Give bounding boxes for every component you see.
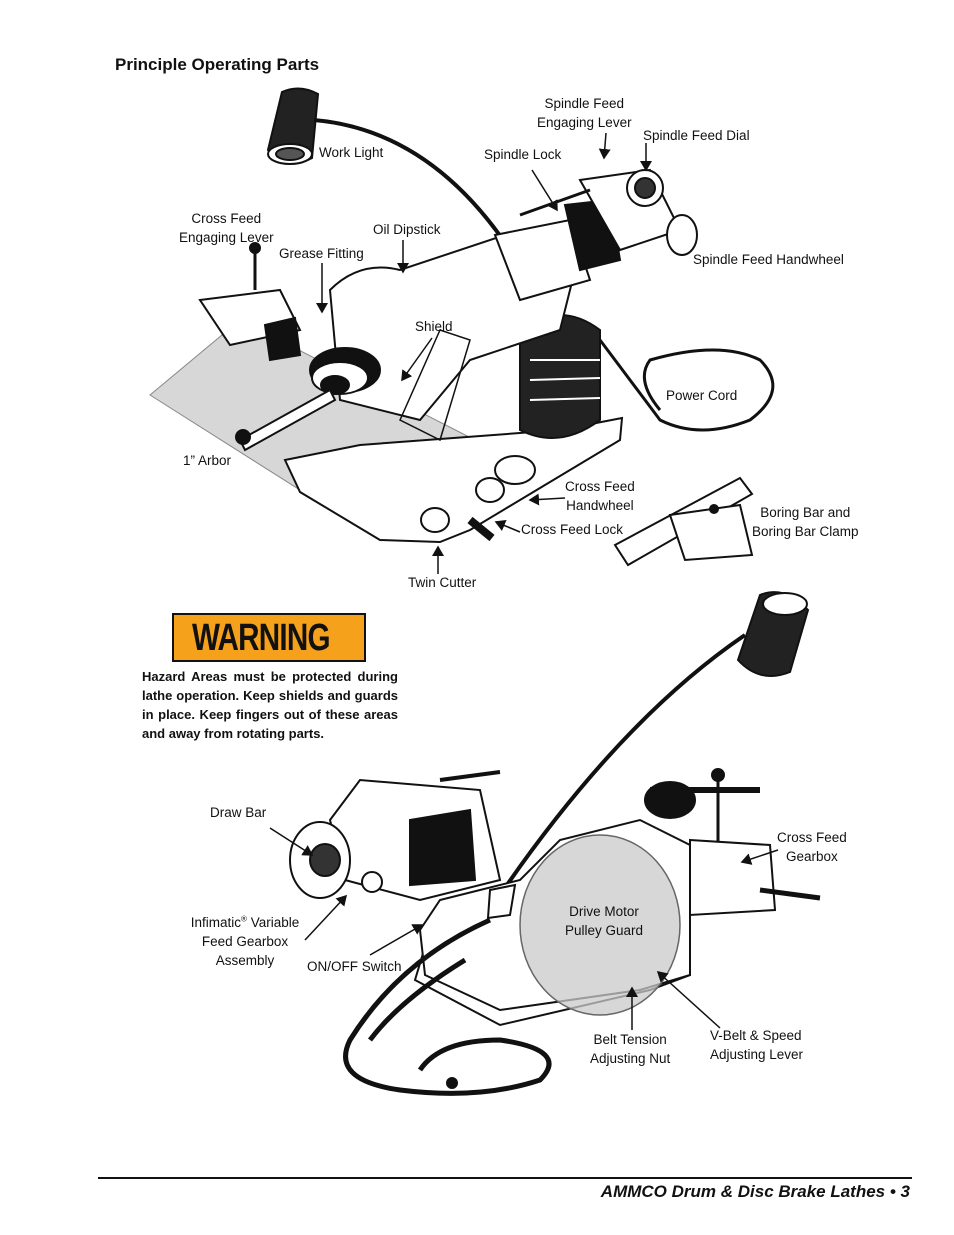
label-boring-bar: Boring Bar and Boring Bar Clamp xyxy=(752,505,859,539)
page-title: Principle Operating Parts xyxy=(115,55,320,74)
label-cross-feed-handwheel: Cross Feed Handwheel xyxy=(565,479,635,513)
label-infimatic: Infimatic® Variable Feed Gearbox Assembl… xyxy=(190,914,300,968)
label-power-cord: Power Cord xyxy=(666,388,738,403)
upper-lathe-drawing xyxy=(149,87,775,567)
pulley-guard-hazard xyxy=(519,834,681,1016)
label-spindle-feed-handwheel: Spindle Feed Handwheel xyxy=(693,252,844,267)
label-spindle-feed-dial: Spindle Feed Dial xyxy=(643,128,750,143)
hazard-text: Hazard Areas must be protected during la… xyxy=(142,669,398,741)
label-cross-feed-lock: Cross Feed Lock xyxy=(521,522,624,537)
footer-rule xyxy=(98,1177,912,1179)
label-grease-fitting: Grease Fitting xyxy=(279,246,364,261)
footer-text: AMMCO Drum & Disc Brake Lathes • 3 xyxy=(600,1182,910,1201)
lower-leader-lines xyxy=(269,827,779,1030)
boring-bar-icon xyxy=(613,476,754,567)
label-work-light: Work Light xyxy=(319,145,384,160)
upper-leader-lines xyxy=(316,132,652,574)
label-belt-tension: Belt Tension Adjusting Nut xyxy=(590,1032,671,1066)
label-cross-feed-engaging-lever: Cross Feed Engaging Lever xyxy=(179,211,274,245)
warning-banner: WARNING xyxy=(172,613,366,662)
work-light-icon xyxy=(266,87,512,252)
label-vbelt: V-Belt & Speed Adjusting Lever xyxy=(710,1028,804,1062)
label-oil-dipstick: Oil Dipstick xyxy=(373,222,441,237)
lower-lathe-drawing xyxy=(289,591,821,1096)
label-cross-feed-gearbox: Cross Feed Gearbox xyxy=(777,830,847,864)
label-shield: Shield xyxy=(415,319,453,334)
label-twin-cutter: Twin Cutter xyxy=(408,575,477,590)
label-draw-bar: Draw Bar xyxy=(210,805,267,820)
label-spindle-feed-engaging-lever: Spindle Feed Engaging Lever xyxy=(537,96,632,130)
label-on-off-switch: ON/OFF Switch xyxy=(307,959,402,974)
work-light-icon-lower xyxy=(498,591,810,897)
label-spindle-lock: Spindle Lock xyxy=(484,147,562,162)
label-arbor: 1” Arbor xyxy=(183,453,232,468)
warning-word: WARNING xyxy=(192,616,331,659)
label-drive-motor-pulley-guard: Drive Motor Pulley Guard xyxy=(565,904,644,938)
